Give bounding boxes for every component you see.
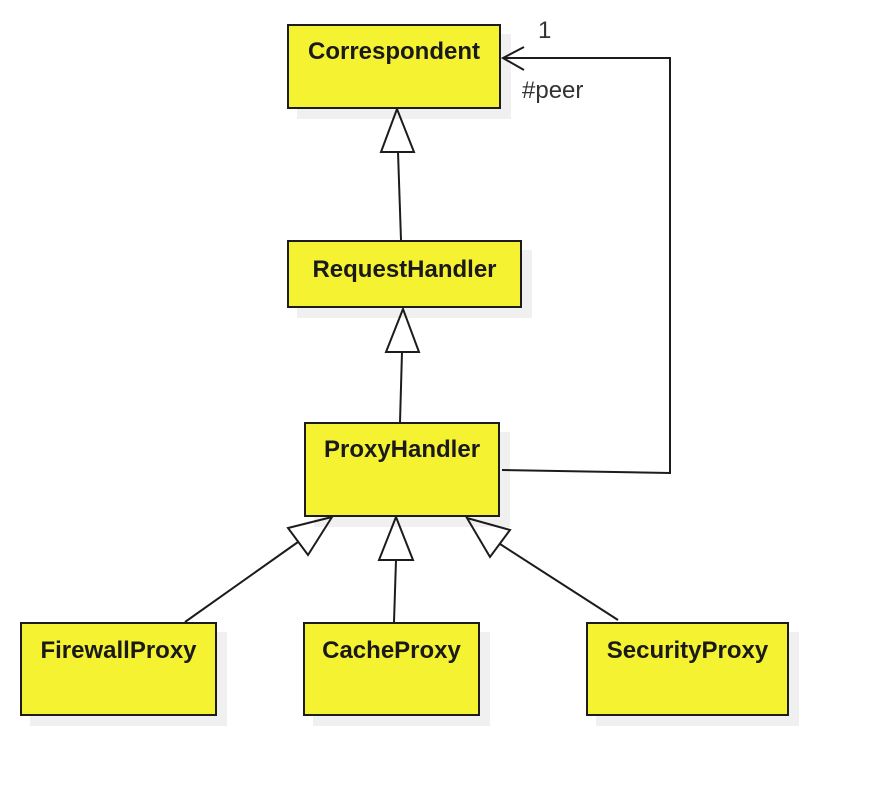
class-name-securityproxy: SecurityProxy [606, 637, 769, 664]
class-box-proxyhandler[interactable]: ProxyHandler [304, 422, 500, 517]
class-name-firewallproxy: FirewallProxy [40, 637, 197, 664]
generalization-arrowhead-security [464, 516, 512, 559]
generalization-arrowhead-correspondent [379, 106, 416, 153]
association-role-label: #peer [522, 77, 584, 104]
class-name-proxyhandler: ProxyHandler [323, 436, 481, 463]
association-multiplicity-label: 1 [538, 17, 552, 44]
class-box-securityproxy[interactable]: SecurityProxy [586, 622, 789, 716]
association-line-peer [501, 57, 671, 475]
class-name-requesthandler: RequestHandler [312, 256, 497, 283]
generalization-line-requesthandler-correspondent [397, 151, 402, 241]
generalization-arrowhead-firewall [286, 515, 335, 557]
class-box-correspondent[interactable]: Correspondent [287, 24, 501, 109]
association-arrowhead-open [500, 46, 525, 71]
class-name-correspondent: Correspondent [307, 38, 480, 65]
class-name-cacheproxy: CacheProxy [322, 637, 461, 664]
generalization-line-securityproxy-proxyhandler [499, 543, 619, 621]
generalization-arrowhead-cache [377, 514, 415, 561]
generalization-arrowhead-requesthandler [384, 306, 421, 353]
class-box-firewallproxy[interactable]: FirewallProxy [20, 622, 217, 716]
class-box-requesthandler[interactable]: RequestHandler [287, 240, 522, 308]
generalization-line-cacheproxy-proxyhandler [393, 559, 397, 623]
generalization-line-proxyhandler-requesthandler [399, 351, 403, 423]
generalization-line-firewallproxy-proxyhandler [184, 541, 299, 623]
class-box-cacheproxy[interactable]: CacheProxy [303, 622, 480, 716]
